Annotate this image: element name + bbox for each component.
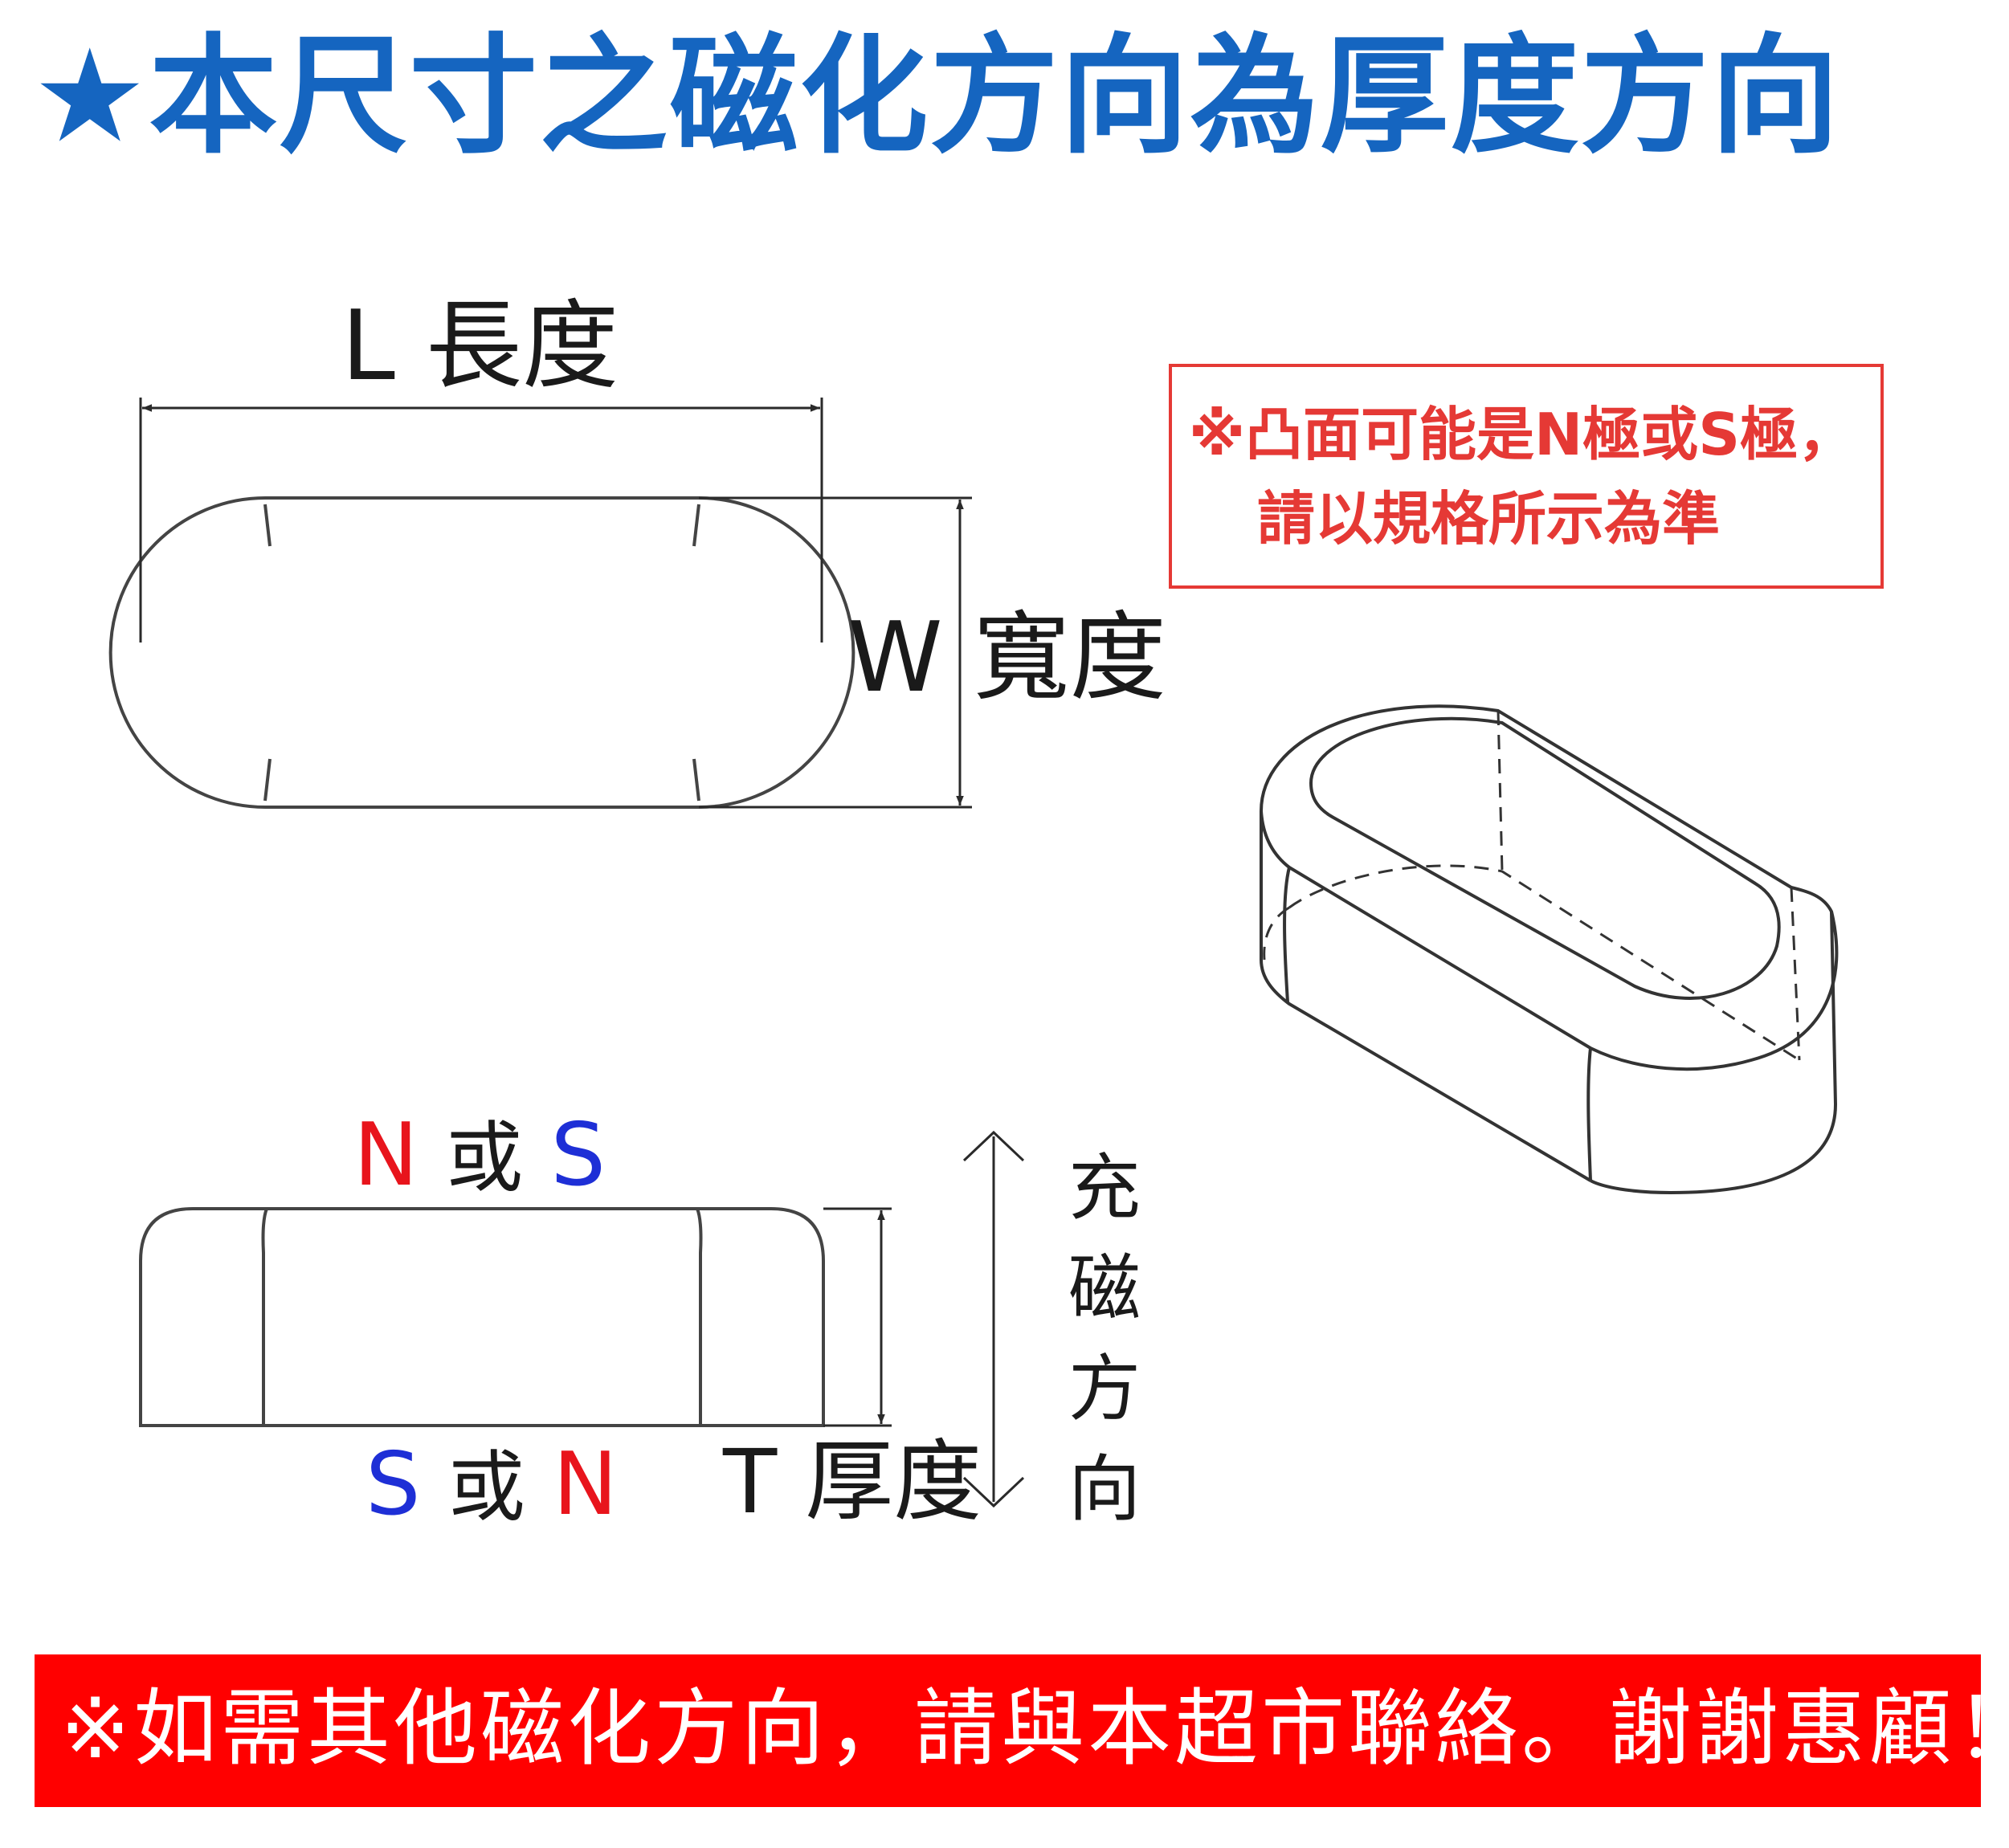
width-label: W 寬度 <box>847 602 1166 714</box>
footer-banner <box>35 1654 1981 1807</box>
top-pole-label: N 或 S <box>353 1112 606 1199</box>
magnetization-char-4: 向 <box>1068 1447 1141 1532</box>
bottom-pole-label: S 或 N <box>365 1442 618 1528</box>
north-pole: N <box>553 1434 619 1535</box>
or-text: 或 <box>446 1113 524 1203</box>
length-dimension <box>139 398 823 643</box>
south-pole: S <box>550 1105 606 1205</box>
north-pole: N <box>353 1105 419 1205</box>
or-text: 或 <box>447 1442 525 1532</box>
note-line-1: ※凸面可能是N極或S極， <box>1189 401 1856 468</box>
note-line-2: 請以規格所示為準 <box>1257 485 1721 553</box>
side-view-outline <box>139 1207 825 1427</box>
page-title: ★本尺寸之磁化方向為厚度方向 <box>32 21 1841 171</box>
south-pole: S <box>365 1434 421 1535</box>
magnetization-arrow <box>962 1130 1025 1508</box>
isometric-view <box>1259 704 1839 1195</box>
width-dimension <box>699 496 972 809</box>
footer-text: ※如需其他磁化方向，請與本超市聯絡。謝謝惠顧！ <box>60 1679 2009 1777</box>
top-view-outline <box>108 496 855 809</box>
length-label: L 長度 <box>341 291 619 402</box>
magnetization-char-1: 充 <box>1068 1146 1141 1230</box>
magnetization-char-2: 磁 <box>1068 1246 1141 1331</box>
thickness-dimension <box>823 1207 892 1427</box>
note-box <box>1169 364 1884 589</box>
magnetization-char-3: 方 <box>1068 1347 1141 1431</box>
thickness-label: T 厚度 <box>723 1430 982 1533</box>
